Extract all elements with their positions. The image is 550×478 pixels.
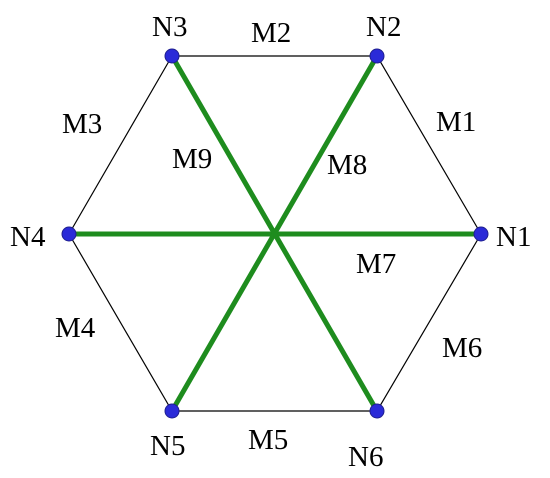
member-m5-label: M5 xyxy=(248,424,288,456)
member-m4-label: M4 xyxy=(55,312,96,344)
member-m8-label: M8 xyxy=(327,149,367,181)
node-n1-dot xyxy=(473,226,489,242)
node-n6-dot xyxy=(369,403,385,419)
node-n1-label: N1 xyxy=(496,221,531,253)
node-n5-label: N5 xyxy=(150,430,185,462)
member-m2-label: M2 xyxy=(251,17,291,49)
node-n5-dot xyxy=(164,403,180,419)
node-n3-dot xyxy=(164,48,180,64)
member-m1-line xyxy=(376,55,482,235)
member-m6-line xyxy=(376,233,482,412)
node-n4-label: N4 xyxy=(10,221,46,253)
node-n6-label: N6 xyxy=(348,441,383,473)
member-m1-label: M1 xyxy=(436,106,476,138)
member-m4-line xyxy=(68,233,173,412)
member-m3-line xyxy=(68,55,173,235)
member-m9-line xyxy=(169,53,380,414)
member-m3-label: M3 xyxy=(62,108,102,140)
member-m6-label: M6 xyxy=(442,332,482,364)
node-n4-dot xyxy=(61,226,77,242)
node-n3-label: N3 xyxy=(152,11,187,43)
node-n2-dot xyxy=(369,48,385,64)
node-n2-label: N2 xyxy=(366,11,401,43)
member-m7-label: M7 xyxy=(356,248,396,280)
member-m9-label: M9 xyxy=(172,143,212,175)
